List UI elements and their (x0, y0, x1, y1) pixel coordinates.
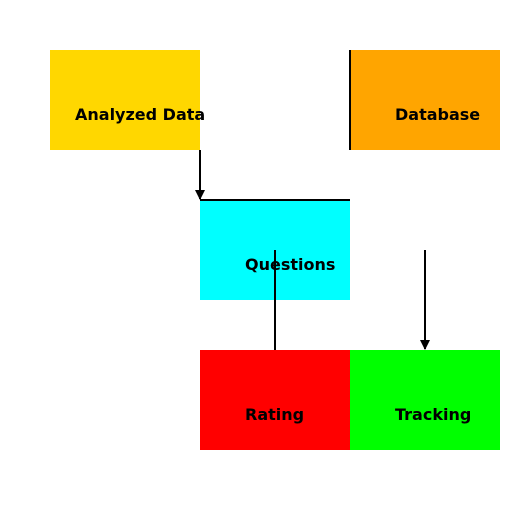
node-rating (200, 350, 350, 450)
node-questions (200, 200, 350, 300)
node-database (350, 50, 500, 150)
node-analyzed-data (50, 50, 200, 150)
node-tracking (350, 350, 500, 450)
